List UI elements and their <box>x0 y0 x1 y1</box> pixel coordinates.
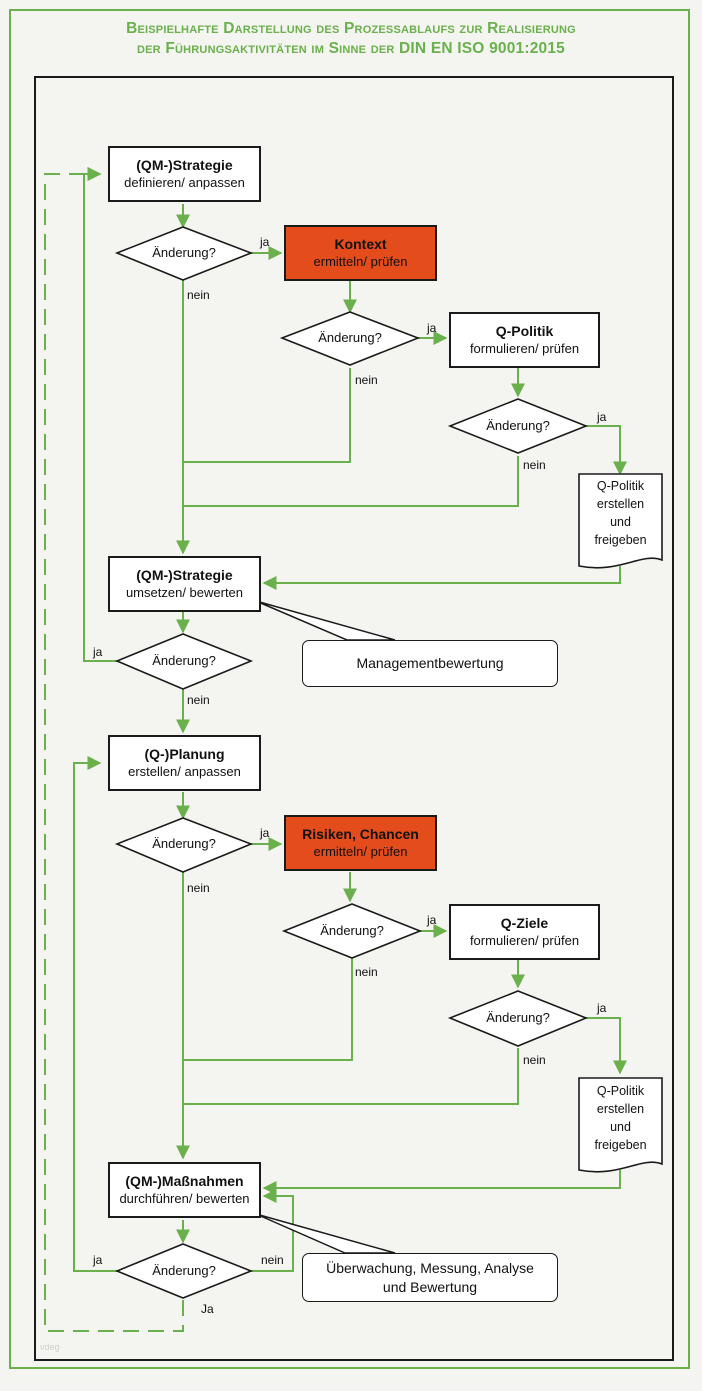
box-title: (Q-)Planung <box>144 746 225 762</box>
monitoring-callout: Überwachung, Messung, Analyse und Bewert… <box>302 1253 558 1302</box>
decision-text: Änderung? <box>318 330 382 345</box>
box-title: Risiken, Chancen <box>302 826 419 842</box>
document-shape <box>578 473 663 569</box>
document-line: Q-Politik <box>596 479 645 493</box>
measures-box: (QM-)Maßnahmen durchführen/ bewerten <box>108 1162 261 1218</box>
decision-diamond <box>279 311 421 366</box>
no-label: nein <box>523 458 546 472</box>
decision-text: Änderung? <box>152 1263 216 1278</box>
q-goals-box: Q-Ziele formulieren/ prüfen <box>449 904 600 960</box>
yes-label: ja <box>93 645 103 659</box>
decision-diamond <box>114 633 254 690</box>
document-line: und <box>610 515 631 529</box>
decision-diamond <box>447 990 589 1047</box>
strategy-implement-box: (QM-)Strategie umsetzen/ bewerten <box>108 556 261 612</box>
yes-label: ja <box>597 410 607 424</box>
box-subtitle: umsetzen/ bewerten <box>125 585 244 600</box>
callout-pointer <box>255 600 396 641</box>
document-line: Q-Politik <box>596 1084 645 1098</box>
yes-label: ja <box>427 321 437 335</box>
decision-text: Änderung? <box>152 653 216 668</box>
callout-text: Managementbewertung <box>356 655 504 671</box>
box-title: (QM-)Strategie <box>136 567 233 583</box>
decision-diamond <box>114 817 254 873</box>
decision-text: Änderung? <box>486 418 550 433</box>
watermark: vdeg <box>40 1342 60 1352</box>
yes-label: ja <box>597 1001 607 1015</box>
document-text: Q-Politik erstellen und freigeben <box>579 1082 662 1154</box>
no-label: nein <box>355 965 378 979</box>
yes-label: ja <box>260 826 270 840</box>
document-line: freigeben <box>594 533 647 547</box>
no-label: nein <box>523 1053 546 1067</box>
box-subtitle: durchführen/ bewerten <box>119 1191 250 1206</box>
document-line: erstellen <box>596 497 645 511</box>
management-review-callout: Managementbewertung <box>302 640 558 687</box>
context-box: Kontext ermitteln/ prüfen <box>284 225 437 281</box>
box-title: Kontext <box>334 236 387 252</box>
strategy-define-box: (QM-)Strategie definieren/ anpassen <box>108 146 261 202</box>
decision-diamond <box>114 226 254 281</box>
risks-opportunities-box: Risiken, Chancen ermitteln/ prüfen <box>284 815 437 871</box>
decision-text: Änderung? <box>152 836 216 851</box>
decision-diamond <box>114 1243 254 1299</box>
callout-text: Überwachung, Messung, Analyse und Bewert… <box>326 1259 534 1295</box>
box-title: Q-Politik <box>495 323 554 339</box>
box-subtitle: definieren/ anpassen <box>124 175 245 190</box>
yes-label: ja <box>93 1253 103 1267</box>
no-label: nein <box>187 693 210 707</box>
title-line-2: der Führungsaktivitäten im Sinne der DIN… <box>137 40 565 57</box>
yes-label: ja <box>427 913 437 927</box>
document-shape <box>578 1077 663 1173</box>
box-subtitle: erstellen/ anpassen <box>128 764 241 779</box>
yes-label: ja <box>260 235 270 249</box>
document-line: und <box>610 1120 631 1134</box>
box-title: (QM-)Strategie <box>136 157 233 173</box>
callout-pointer <box>255 1213 396 1254</box>
box-subtitle: formulieren/ prüfen <box>469 933 580 948</box>
diagram-frame <box>34 76 674 1361</box>
decision-text: Änderung? <box>486 1010 550 1025</box>
no-label: nein <box>355 373 378 387</box>
box-subtitle: formulieren/ prüfen <box>469 341 580 356</box>
yes-label-capital: Ja <box>201 1302 214 1316</box>
no-label: nein <box>261 1253 284 1267</box>
no-label: nein <box>187 288 210 302</box>
box-title: Q-Ziele <box>500 915 549 931</box>
decision-text: Änderung? <box>152 245 216 260</box>
decision-text: Änderung? <box>320 923 384 938</box>
decision-diamond <box>447 398 589 454</box>
q-planning-box: (Q-)Planung erstellen/ anpassen <box>108 735 261 791</box>
box-subtitle: ermitteln/ prüfen <box>313 254 408 269</box>
box-title: (QM-)Maßnahmen <box>125 1173 244 1189</box>
q-policy-box: Q-Politik formulieren/ prüfen <box>449 312 600 368</box>
title-line-1: Beispielhafte Darstellung des Prozessabl… <box>126 20 576 37</box>
decision-diamond <box>281 903 423 959</box>
outer-frame <box>9 9 690 1369</box>
document-line: erstellen <box>596 1102 645 1116</box>
no-label: nein <box>187 881 210 895</box>
box-subtitle: ermitteln/ prüfen <box>313 844 408 859</box>
document-text: Q-Politik erstellen und freigeben <box>579 477 662 549</box>
document-line: freigeben <box>594 1138 647 1152</box>
